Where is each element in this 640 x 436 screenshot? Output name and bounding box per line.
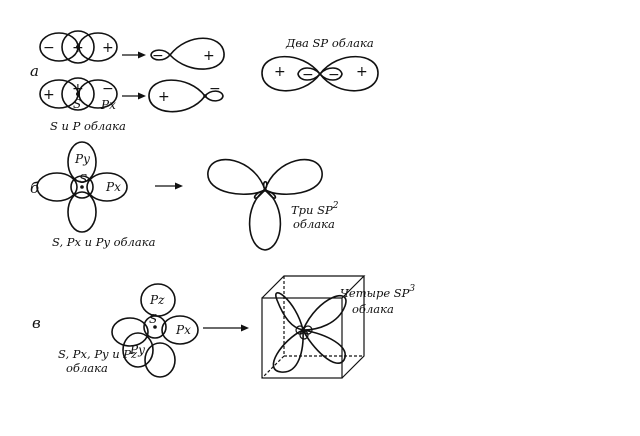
sign: − xyxy=(209,81,221,97)
px-lobe-right xyxy=(161,315,199,345)
cube-right-edges xyxy=(341,276,365,379)
sp3-lobe-upper-left xyxy=(275,292,305,332)
sign: + xyxy=(356,64,368,80)
two-sp-title: Два SP облака xyxy=(285,36,374,50)
small-lobe-left xyxy=(253,189,266,199)
px-lobe-left xyxy=(111,317,149,347)
s-p-orbitals-mid: + − + S Px xyxy=(39,77,118,112)
sign: − xyxy=(43,40,55,56)
sign: + xyxy=(102,40,114,56)
sp2-caption-text: Три SP xyxy=(291,203,333,217)
py-label: Py xyxy=(74,152,90,166)
lobe-bottom xyxy=(248,189,282,251)
left-lobe xyxy=(261,55,322,92)
sign: + xyxy=(43,87,55,103)
sign: + xyxy=(274,64,286,80)
sp3-caption-line1: Четыре SP3 xyxy=(340,284,415,300)
py-label: Py xyxy=(129,343,145,357)
nucleus-dot xyxy=(203,94,207,98)
sp3-caption-text: Четыре SP xyxy=(340,286,410,300)
two-sp-clouds: + − − + xyxy=(261,55,379,92)
sp3-superscript: 3 xyxy=(409,284,415,294)
s-label: S xyxy=(79,172,87,186)
small-lobe-top xyxy=(262,180,268,192)
cube-front-face xyxy=(261,297,343,379)
p-label: Px xyxy=(100,98,116,112)
arrow-head xyxy=(175,182,183,190)
px-lobe-left xyxy=(36,172,78,202)
three-sp2-clouds xyxy=(207,158,323,251)
section-v-letter: в xyxy=(32,314,41,332)
sign: + xyxy=(158,89,170,105)
section-b-caption: S, Px и Py облака xyxy=(52,235,156,249)
py-lobe-top xyxy=(67,141,97,183)
lobe-right xyxy=(264,158,323,196)
sign: + xyxy=(72,40,84,56)
sp-hybrid-mid: + − xyxy=(148,79,224,113)
sp3-lobe-lower-right xyxy=(301,328,346,364)
sign: + xyxy=(203,48,215,64)
sign: − xyxy=(152,48,164,64)
sp3-lobe-upper-right xyxy=(301,295,347,331)
sp2-caption-line1: Три SP2 xyxy=(291,201,339,217)
s-orbital xyxy=(61,30,95,64)
section-v-caption-line1: S, Px, Py и Pz xyxy=(58,347,138,361)
large-lobe xyxy=(148,79,207,113)
arrow-head xyxy=(241,324,249,332)
lobe-left xyxy=(207,158,266,196)
s-px-py-orbitals: Py S Px xyxy=(36,141,128,233)
arrow-head xyxy=(138,92,146,100)
s-orbital xyxy=(70,175,94,199)
nucleus-dot xyxy=(76,45,80,49)
s-label: S xyxy=(149,312,157,326)
right-lobe xyxy=(318,55,379,92)
px-lobe-right xyxy=(86,172,128,202)
small-lobe xyxy=(203,90,224,102)
sp2-caption-line2: облака xyxy=(293,217,335,231)
pz-label: Pz xyxy=(149,293,165,307)
s-label: S xyxy=(73,97,81,111)
section-b-letter: б xyxy=(30,179,40,197)
py-lobe-bottom xyxy=(67,191,97,233)
section-a-letter: а xyxy=(30,62,39,80)
nucleus-dot xyxy=(263,188,267,192)
nucleus-dot xyxy=(301,328,305,332)
small-lobe xyxy=(150,49,172,61)
s-p-orbitals-top: − + + xyxy=(39,30,118,64)
large-lobe xyxy=(168,37,225,70)
px-label: Px xyxy=(105,180,121,194)
sign: − xyxy=(102,81,114,97)
section-v-caption-line2: облака xyxy=(66,361,108,375)
nucleus-dot xyxy=(76,92,80,96)
tetrahedral-cube xyxy=(261,275,366,379)
sign: − xyxy=(302,67,314,83)
section-a-caption: S и P облака xyxy=(50,119,126,133)
small-lobe-right xyxy=(264,189,277,199)
s-orbital xyxy=(61,77,95,111)
cube-top-edges xyxy=(261,275,366,299)
small-right-lobe xyxy=(318,67,343,81)
pz-lobe-bottom xyxy=(144,342,176,378)
sp2-superscript: 2 xyxy=(332,201,339,211)
s-px-py-pz-orbitals: Pz S Px Py xyxy=(111,283,199,378)
py-lobe xyxy=(122,332,154,368)
sp3-lobe-lower-left xyxy=(272,328,304,373)
arrow-head xyxy=(138,51,146,59)
sign: + xyxy=(72,81,84,97)
s-orbital xyxy=(143,315,167,339)
sp-hybrid-top: − + xyxy=(150,37,225,70)
sign: − xyxy=(328,67,340,83)
nucleus-dot xyxy=(153,325,157,329)
sp3-caption-line2: облака xyxy=(352,302,394,316)
small-left-lobe xyxy=(297,67,322,81)
px-label: Px xyxy=(175,323,191,337)
nucleus-dot xyxy=(80,185,84,189)
